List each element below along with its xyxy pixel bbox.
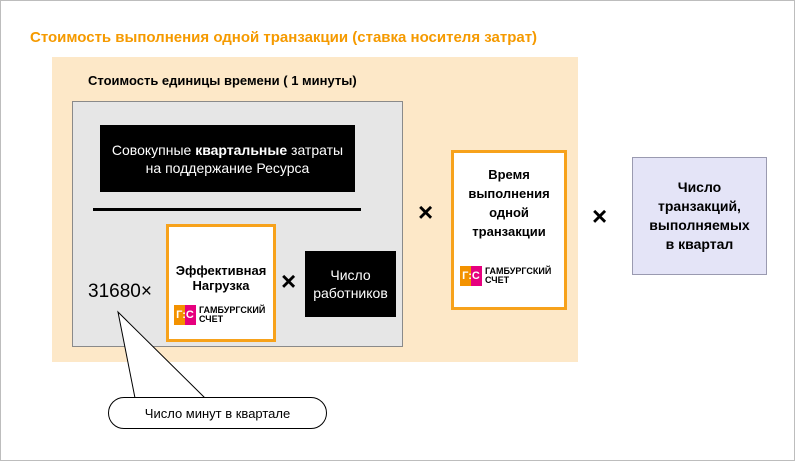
time-label-3: одной [489,205,529,220]
workers-box: Число работников [305,251,396,317]
diagram-title: Стоимость выполнения одной транзакции (с… [30,29,538,46]
count-label-1: Число [677,179,722,195]
load-label-1: Эффективная [175,263,267,278]
multiply-sign: × [281,266,297,296]
workers-label-1: Число [330,267,371,283]
time-label-1: Время [488,167,530,182]
time-label-2: выполнения [468,186,550,201]
time-label-4: транзакции [472,224,546,239]
count-label-2: транзакций, [658,198,741,214]
transaction-count-box: Число транзакций, выполняемых в квартал [632,157,767,275]
logo-mark: Г:С [460,266,482,286]
workers-label-2: работников [313,285,388,301]
logo-line-2: СЧЕТ [199,314,224,324]
logo-line-1: ГАМБУРГСКИЙ [199,305,266,315]
costs-text-3: на поддержание Ресурса [145,159,310,176]
multiply-sign: × [592,201,608,231]
minutes-number: 31680 [88,281,141,302]
minutes-callout: Число минут в квартале [108,397,327,429]
fraction-line [93,208,361,211]
multiply-sign: × [418,197,434,227]
count-label-3: выполняемых [649,217,750,233]
costs-text: Совокупные [111,141,196,158]
minutes-value: 31680× [88,281,152,303]
costs-text-2: затраты [287,141,344,158]
unit-cost-title: Стоимость единицы времени ( 1 минуты) [88,73,357,88]
logo-mark: Г:С [174,305,196,325]
count-label-4: в квартал [665,236,734,252]
load-label-2: Нагрузка [192,278,250,293]
logo-line-2: СЧЕТ [485,275,510,285]
logo-line-1: ГАМБУРГСКИЙ [485,266,552,276]
multiply-sign: × [140,281,152,302]
costs-bold: квартальные [195,141,288,158]
